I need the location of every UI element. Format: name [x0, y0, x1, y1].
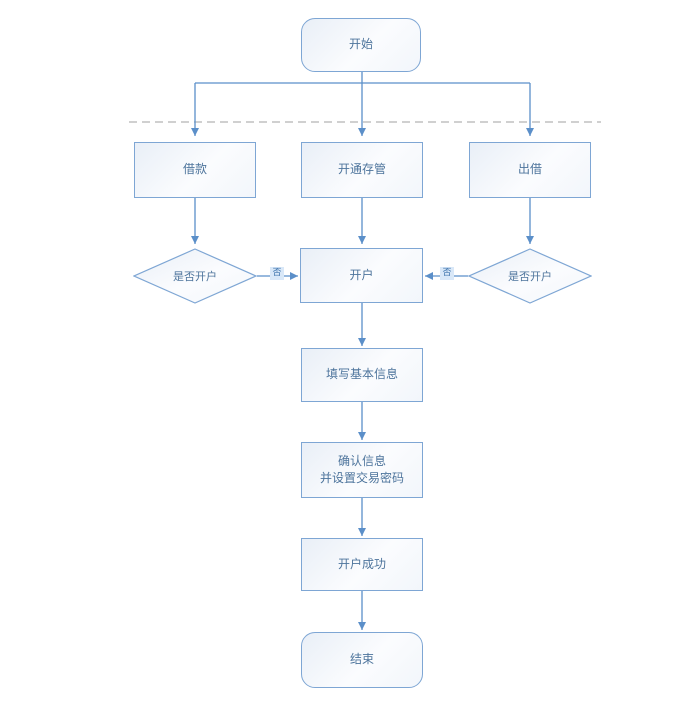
node-open-success: 开户成功 [301, 538, 423, 591]
node-check-account-left: 是否开户 [133, 248, 257, 304]
node-confirm-info: 确认信息 并设置交易密码 [301, 442, 423, 498]
node-end: 结束 [301, 632, 423, 688]
diamond-shape [468, 248, 592, 304]
node-fill-info-label: 填写基本信息 [325, 367, 398, 382]
edge-label-no-right: 否 [440, 267, 454, 280]
node-borrow-label: 借款 [182, 162, 207, 177]
edge-label-no-left: 否 [270, 267, 284, 280]
node-end-label: 结束 [349, 652, 374, 667]
node-start-label: 开始 [348, 37, 373, 52]
node-check-account-right: 是否开户 [468, 248, 592, 304]
node-open-custody-label: 开通存管 [337, 162, 386, 177]
node-fill-info: 填写基本信息 [301, 348, 423, 402]
node-lend: 出借 [469, 142, 591, 198]
node-start: 开始 [301, 18, 421, 72]
node-check-account-right-label: 是否开户 [508, 270, 552, 283]
node-open-account: 开户 [300, 248, 423, 303]
node-lend-label: 出借 [517, 162, 542, 177]
node-open-success-label: 开户成功 [337, 556, 386, 571]
node-confirm-info-label: 确认信息 并设置交易密码 [319, 453, 404, 485]
node-borrow: 借款 [134, 142, 256, 198]
node-open-custody: 开通存管 [301, 142, 423, 198]
node-check-account-left-label: 是否开户 [173, 270, 217, 283]
diamond-shape [133, 248, 257, 304]
node-open-account-label: 开户 [349, 267, 374, 282]
